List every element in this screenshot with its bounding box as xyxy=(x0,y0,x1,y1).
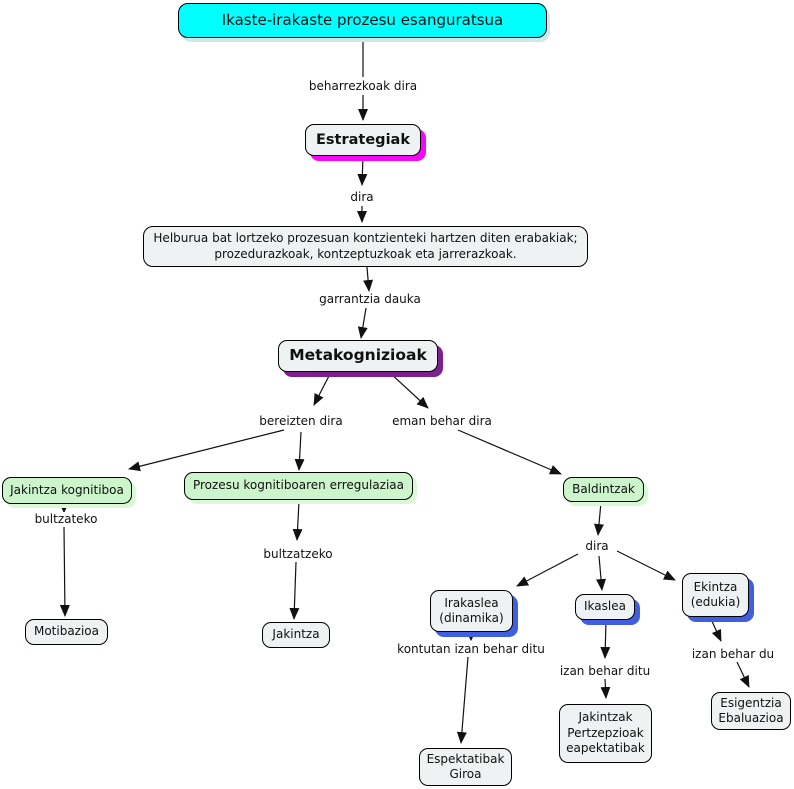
edge-dira-to-ikaslea xyxy=(596,555,607,591)
edge-kontutan-to-espektatibak xyxy=(456,656,469,744)
node-jakintzak-pertzepzioak[interactable]: Jakintzak Pertzepzioak eapektatibak xyxy=(559,704,652,763)
edge-ikaslea-to-izanbehar xyxy=(600,620,611,659)
edge-bultzateko-to-motibazioa xyxy=(59,526,70,617)
edge-eman-to-baldintzak xyxy=(457,429,562,475)
node-espektatibak-giroa[interactable]: Espektatibak Giroa xyxy=(419,748,512,786)
edge-metakognizioak-to-eman xyxy=(388,371,429,409)
edge-helburua-to-label xyxy=(363,266,374,292)
link-label-dira-2[interactable]: dira xyxy=(582,539,612,553)
node-title[interactable]: Ikaste-irakaste prozesu esanguratsua xyxy=(178,3,547,38)
edge-dira-to-irakaslea xyxy=(516,553,579,587)
node-jakintza-kognitiboa[interactable]: Jakintza kognitiboa xyxy=(2,477,132,504)
link-label-beharrezkoak-dira[interactable]: beharrezkoak dira xyxy=(305,79,421,93)
link-label-bereizten-dira[interactable]: bereizten dira xyxy=(256,414,346,428)
edge-ekintza-to-izanbehardu xyxy=(710,618,722,642)
edge-prozesu-to-bultzatzeko xyxy=(292,500,303,541)
edge-bultzatzeko-to-jakintza xyxy=(289,561,300,620)
node-helburua-definition[interactable]: Helburua bat lortzeko prozesuan kontzien… xyxy=(143,226,588,267)
link-label-garrantzia-dauka[interactable]: garrantzia dauka xyxy=(316,292,424,306)
link-label-izan-behar-du[interactable]: izan behar du xyxy=(688,647,778,661)
edge-izanbehar-to-jakintzak xyxy=(600,678,611,699)
node-irakaslea[interactable]: Irakaslea (dinamika) xyxy=(430,590,513,632)
edge-bereizten-to-prozesu xyxy=(294,431,305,471)
node-estrategiak[interactable]: Estrategiak xyxy=(305,124,421,156)
edge-label-to-metakognizioak xyxy=(357,307,368,339)
link-label-bultzatzeko[interactable]: bultzatzeko xyxy=(260,547,336,561)
node-prozesu-erregulazioa[interactable]: Prozesu kognitiboaren erregulaziaa xyxy=(184,472,413,500)
node-ekintza[interactable]: Ekintza (edukia) xyxy=(682,573,749,617)
link-label-kontutan-izan-behar-ditu[interactable]: kontutan izan behar ditu xyxy=(394,642,548,656)
node-ikaslea[interactable]: Ikaslea xyxy=(575,594,635,620)
link-label-bultzateko[interactable]: bultzateko xyxy=(31,512,101,526)
edge-dira-to-ekintza xyxy=(616,550,676,581)
link-label-eman-behar-dira[interactable]: eman behar dira xyxy=(389,414,495,428)
node-esigentzia-ebaluazioa[interactable]: Esigentzia Ebaluazioa xyxy=(711,692,791,730)
node-metakognizioak[interactable]: Metakognizioak xyxy=(278,340,438,372)
edge-baldintzak-to-dira xyxy=(594,501,604,536)
link-label-izan-behar-ditu[interactable]: izan behar ditu xyxy=(556,664,654,678)
node-motibazioa[interactable]: Motibazioa xyxy=(25,619,108,645)
edge-bereizten-to-jakintza-kognitiboa xyxy=(128,429,285,472)
node-jakintza[interactable]: Jakintza xyxy=(262,622,330,648)
edge-izanbehardu-to-esigentzia xyxy=(736,661,750,688)
link-label-dira-1[interactable]: dira xyxy=(347,190,377,204)
node-baldintzak[interactable]: Baldintzak xyxy=(563,477,644,502)
edge-metakognizioak-to-bereizten xyxy=(313,371,332,406)
edge-estrategiak-to-label xyxy=(357,155,368,186)
